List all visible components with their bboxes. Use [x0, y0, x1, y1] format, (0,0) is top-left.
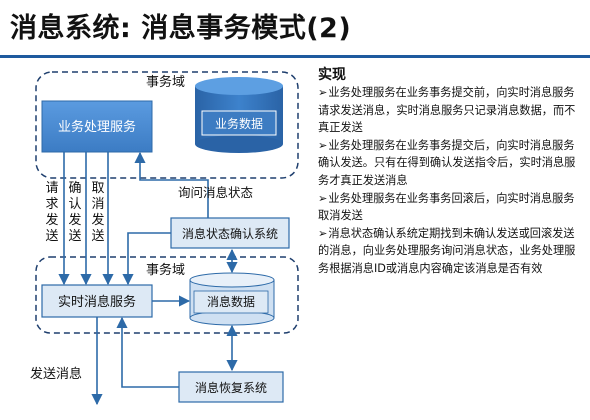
- bullet-item: ➢业务处理服务在业务事务提交前，向实时消息服务请求发送消息，实时消息服务只记录消…: [318, 84, 584, 137]
- flow-diagram: 事务域 事务域 业务处理服务 业务数据 消息状态确认系统 实时消息服务 消息数据…: [30, 71, 299, 406]
- domain-bottom-label: 事务域: [146, 262, 185, 278]
- request-send-char: 发: [45, 212, 58, 228]
- bullet-text: 业务处理服务在业务事务提交前，向实时消息服务请求发送消息，实时消息服务只记录消息…: [318, 86, 576, 135]
- business-service-box: [41, 100, 153, 153]
- transaction-domain-bottom: [35, 256, 299, 334]
- panel-heading: 实现: [318, 67, 346, 83]
- business-data-label: 业务数据: [215, 116, 263, 131]
- realtime-service-label: 实时消息服务: [58, 294, 136, 310]
- status-to-realtime-arrow: [122, 232, 171, 286]
- confirm-send-char: 送: [68, 229, 81, 244]
- slide-title: 消息系统: 消息事务模式(2): [10, 13, 352, 44]
- bullet-text: 业务处理服务在业务事务提交后，向实时消息服务确认发送。只有在得到确认发送指令后，…: [318, 138, 576, 187]
- confirm-send-char: 确: [68, 181, 81, 196]
- recovery-to-realtime-arrow: [116, 316, 179, 388]
- business-service-label: 业务处理服务: [58, 119, 136, 135]
- confirm-send-char: 发: [68, 212, 81, 228]
- request-send-char: 送: [45, 229, 58, 244]
- message-data-label: 消息数据: [207, 294, 255, 309]
- bullet-item: ➢消息状态确认系统定期找到未确认发送或回滚发送的消息，向业务处理服务询问消息状态…: [318, 225, 584, 278]
- recovery-system-label: 消息恢复系统: [195, 380, 267, 395]
- bullet-marker: ➢: [318, 191, 328, 205]
- bullet-marker: ➢: [318, 138, 328, 152]
- business-data-db: 业务数据: [195, 77, 283, 153]
- bullet-text: 业务处理服务在业务事务回滚后，向实时消息服务取消发送: [318, 191, 575, 223]
- bullet-list: ➢业务处理服务在业务事务提交前，向实时消息服务请求发送消息，实时消息服务只记录消…: [318, 84, 584, 278]
- cancel-send-char: 发: [91, 212, 104, 228]
- status-confirm-system-label: 消息状态确认系统: [182, 226, 278, 241]
- bullet-text: 消息状态确认系统定期找到未确认发送或回滚发送的消息，向业务处理服务询问消息状态，…: [318, 226, 576, 275]
- bullet-item: ➢业务处理服务在业务事务提交后，向实时消息服务确认发送。只有在得到确认发送指令后…: [318, 137, 584, 190]
- cancel-send-char: 取: [91, 181, 104, 196]
- bullet-item: ➢业务处理服务在业务事务回滚后，向实时消息服务取消发送: [318, 190, 584, 225]
- query-status-label: 询问消息状态: [178, 185, 253, 200]
- cancel-send-char: 送: [91, 229, 104, 244]
- status-confirm-system-box: [170, 217, 290, 249]
- bullet-marker: ➢: [318, 226, 328, 240]
- send-message-label: 发送消息: [30, 366, 82, 382]
- query-status-arrow: [134, 151, 209, 218]
- cancel-send-char: 消: [91, 197, 104, 212]
- request-send-char: 请: [45, 181, 58, 196]
- confirm-send-char: 认: [68, 197, 81, 212]
- transaction-domain-top: [35, 71, 299, 179]
- bullet-marker: ➢: [318, 86, 328, 99]
- domain-top-label: 事务域: [146, 74, 185, 90]
- request-send-char: 求: [45, 197, 58, 212]
- title-divider: [0, 55, 590, 58]
- message-data-db: 消息数据: [189, 272, 275, 326]
